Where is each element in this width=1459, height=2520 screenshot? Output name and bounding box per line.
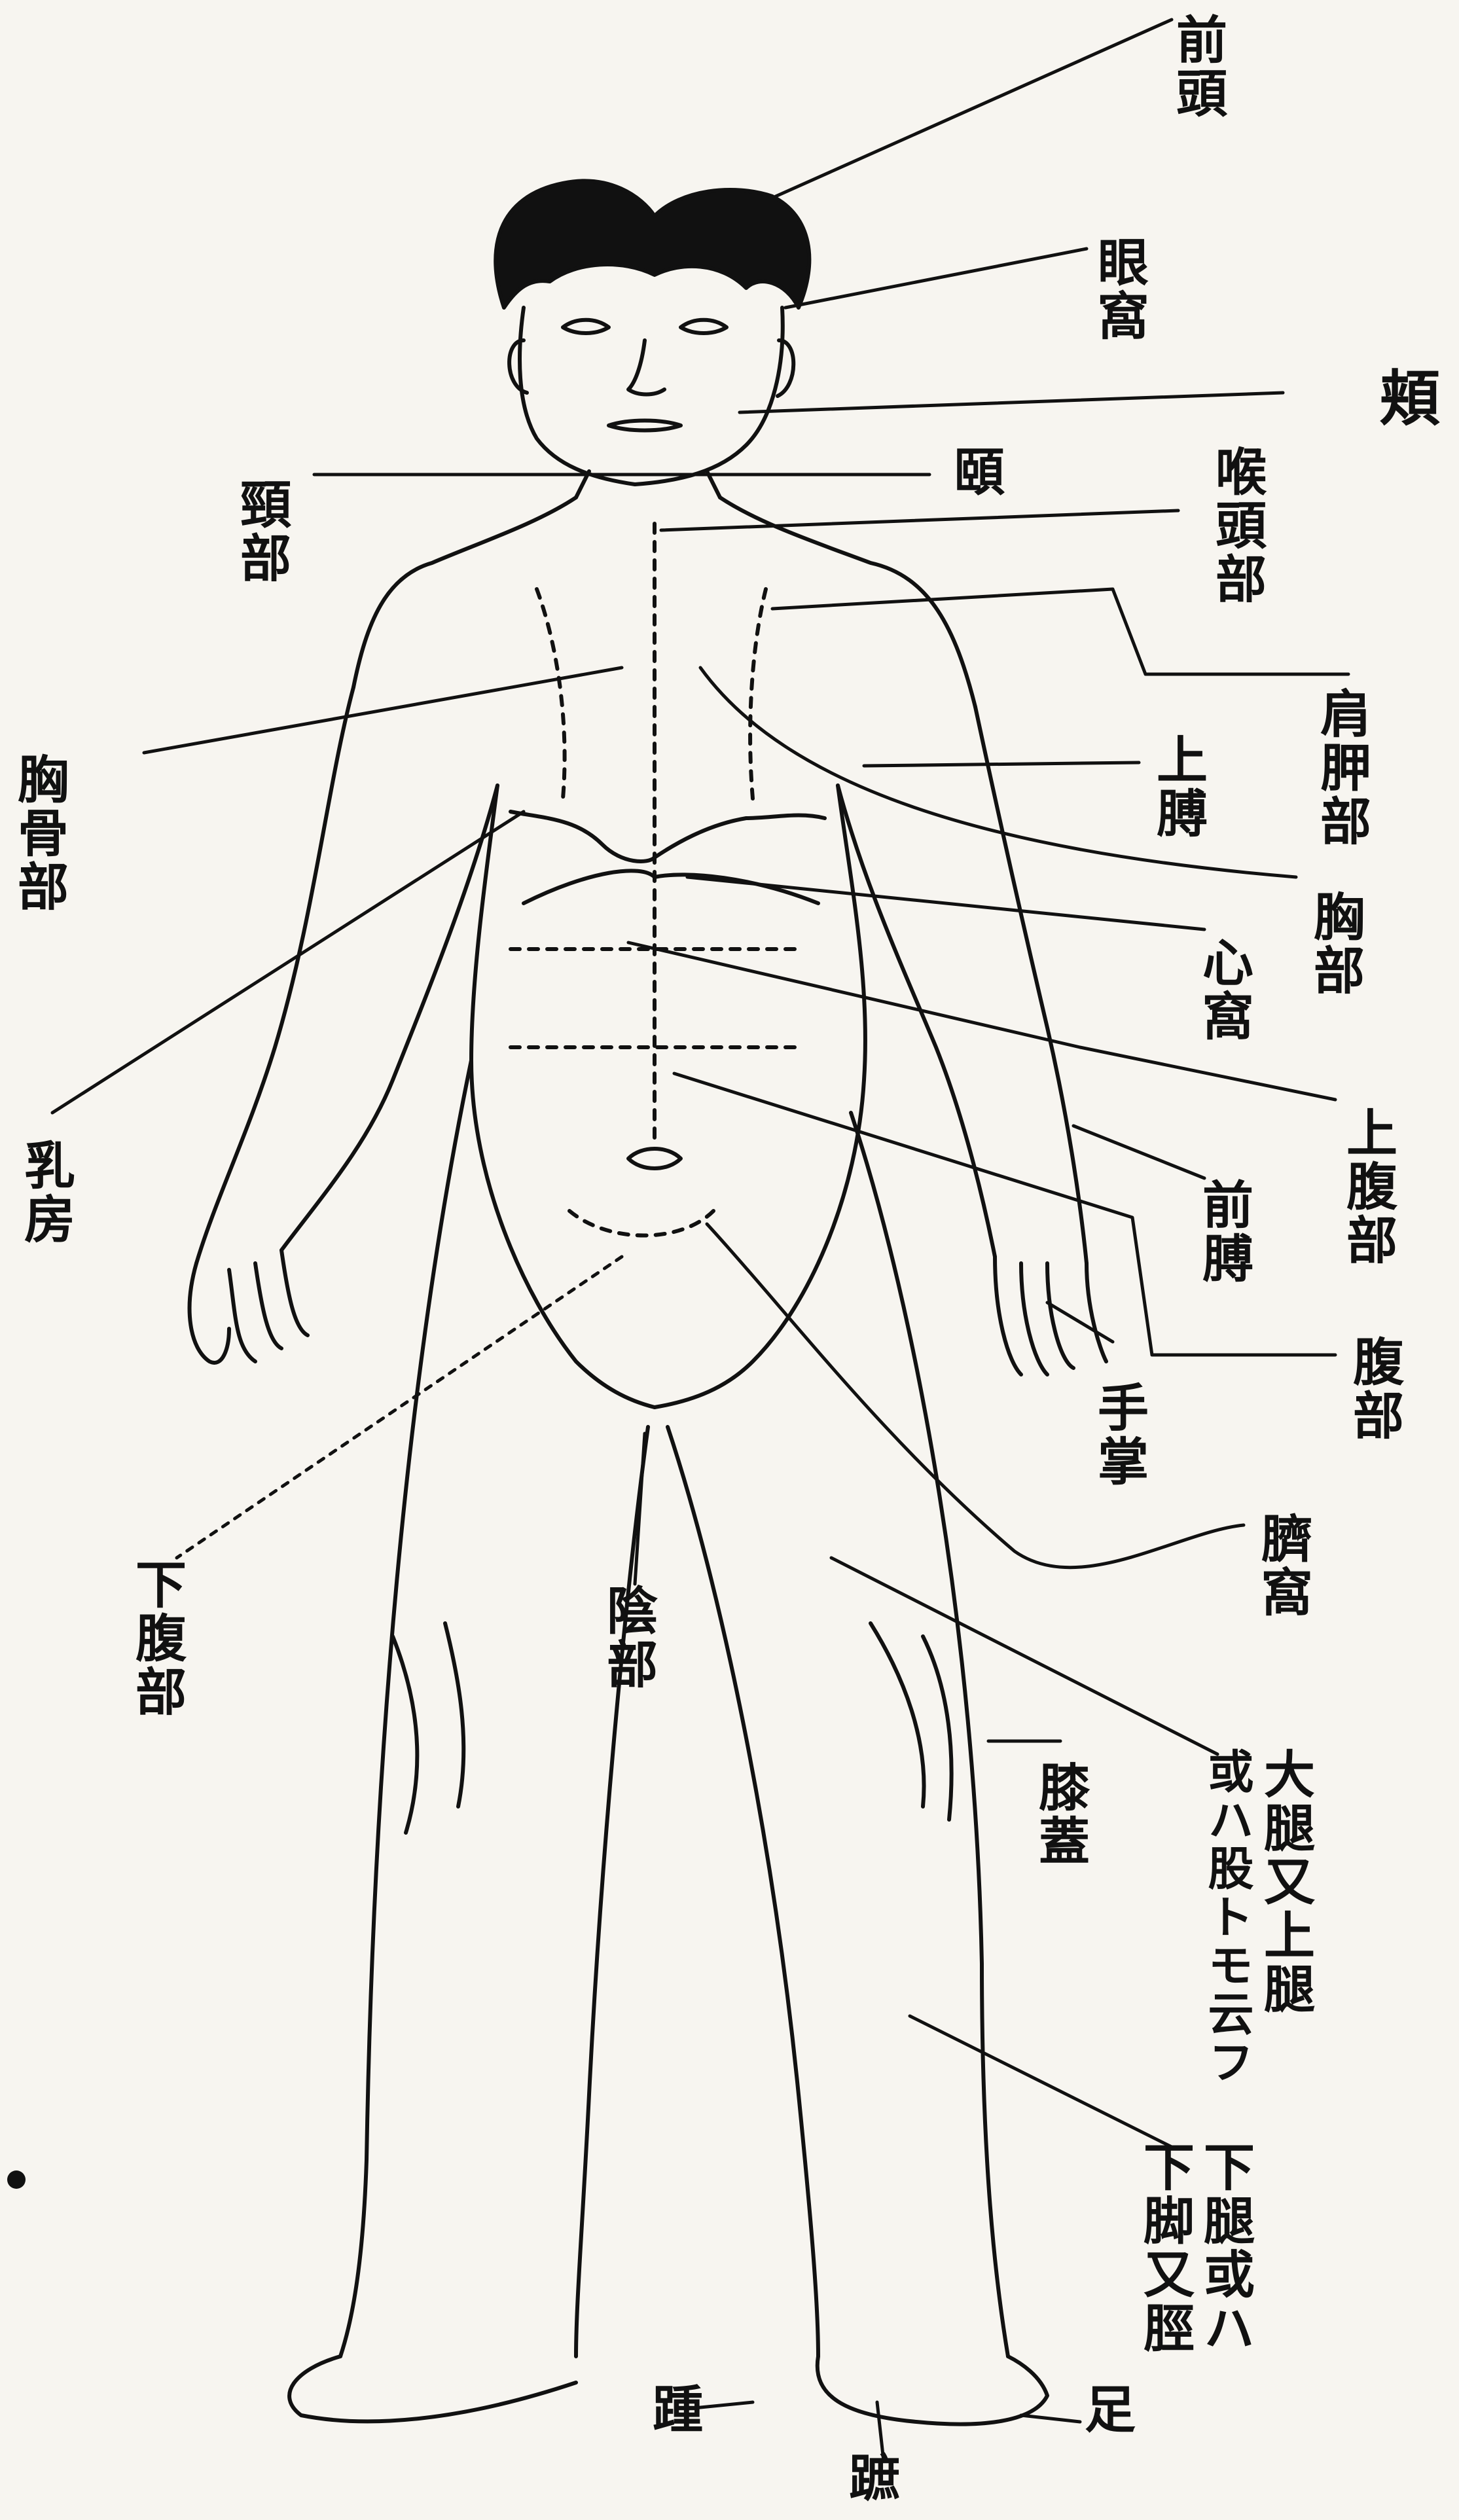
torso-right-side <box>655 785 865 1407</box>
leader-throat <box>661 511 1178 530</box>
left-foot <box>289 2356 576 2421</box>
right-foot <box>818 2356 1047 2424</box>
label-forehead: 前頭 <box>1172 13 1223 120</box>
leader-forehead <box>776 20 1172 196</box>
right-leg-inner <box>668 1427 818 2356</box>
label-neck: 頸部 <box>236 478 287 585</box>
label-upper-arm: 上膊 <box>1152 733 1203 840</box>
leader-foot <box>1021 2415 1080 2422</box>
torso-left-side <box>471 785 655 1407</box>
label-lower-abdomen: 下腹部 <box>131 1558 182 1719</box>
left-hand <box>190 1250 308 1363</box>
knee-shading-right <box>871 1623 952 1820</box>
leader-lower-abdomen <box>177 1257 622 1558</box>
chest-curve-left <box>537 589 565 799</box>
arms <box>190 687 1106 1375</box>
right-hand <box>995 1257 1106 1375</box>
pectoral-right <box>655 816 825 857</box>
eye-left <box>563 320 609 333</box>
mouth <box>609 421 681 431</box>
head <box>495 181 809 497</box>
label-sternum: 胸骨部 <box>13 753 64 914</box>
label-forearm: 前膊 <box>1198 1178 1249 1286</box>
legs <box>289 1060 1047 2424</box>
lower-belly-dash <box>569 1211 713 1236</box>
label-chin: 頤 <box>949 445 1000 499</box>
leader-sternum <box>144 668 622 753</box>
label-eye-socket: 眼窩 <box>1093 236 1144 343</box>
leader-eye-socket <box>785 249 1087 308</box>
navel-mark <box>628 1149 681 1168</box>
label-genitals: 陰部 <box>602 1584 653 1691</box>
label-throat: 喉頭部 <box>1211 445 1262 606</box>
eye-right <box>681 320 727 333</box>
label-shin-line2: 下脚又脛 <box>1139 2140 1190 2355</box>
label-cheek: 頬 <box>1375 367 1435 429</box>
leader-epigastrium <box>687 877 1204 929</box>
left-leg-outer <box>340 1060 471 2356</box>
chest-curve-right <box>750 589 766 799</box>
left-arm-outer <box>196 687 353 1263</box>
label-palm: 手掌 <box>1093 1381 1144 1488</box>
nose <box>628 340 664 395</box>
label-shin: 下腿或ハ 下脚又脛 <box>1139 2140 1250 2355</box>
label-upper-abdomen: 上腹部 <box>1342 1106 1393 1267</box>
leader-upper-arm <box>864 763 1139 766</box>
leader-cheek <box>740 393 1283 412</box>
ink-blot <box>7 2170 26 2189</box>
hair <box>495 181 809 308</box>
label-toes: 蹠 <box>844 2451 895 2505</box>
label-thigh-line1: 大腿又上腿 <box>1259 1748 1310 2087</box>
pectoral-left <box>511 812 655 861</box>
right-leg-outer <box>851 1113 1008 2356</box>
label-navel: 臍窩 <box>1257 1512 1308 1619</box>
label-thigh: 大腿又上腿 或ハ股トモ云フ <box>1204 1748 1310 2087</box>
leader-shin <box>910 2016 1172 2147</box>
label-shin-line1: 下腿或ハ <box>1199 2140 1250 2355</box>
label-abdomen: 腹部 <box>1348 1335 1399 1443</box>
label-breast: 乳房 <box>20 1139 71 1246</box>
knee-shading-left <box>393 1623 463 1833</box>
label-shoulder-blade: 肩胛部 <box>1316 687 1367 848</box>
leader-lines <box>52 20 1348 2461</box>
label-thigh-line2: 或ハ股トモ云フ <box>1204 1748 1250 2087</box>
leader-forearm <box>1073 1126 1204 1178</box>
label-chest: 胸部 <box>1309 890 1360 998</box>
left-arm-inner <box>281 785 497 1250</box>
leader-navel <box>707 1224 1244 1568</box>
label-foot: 足 <box>1080 2383 1131 2436</box>
right-arm-outer <box>975 707 1087 1263</box>
leader-breast <box>52 812 524 1113</box>
label-heel: 踵 <box>648 2383 699 2436</box>
label-epigastrium: 心窩 <box>1198 936 1249 1043</box>
label-knee: 膝蓋 <box>1034 1761 1085 1868</box>
